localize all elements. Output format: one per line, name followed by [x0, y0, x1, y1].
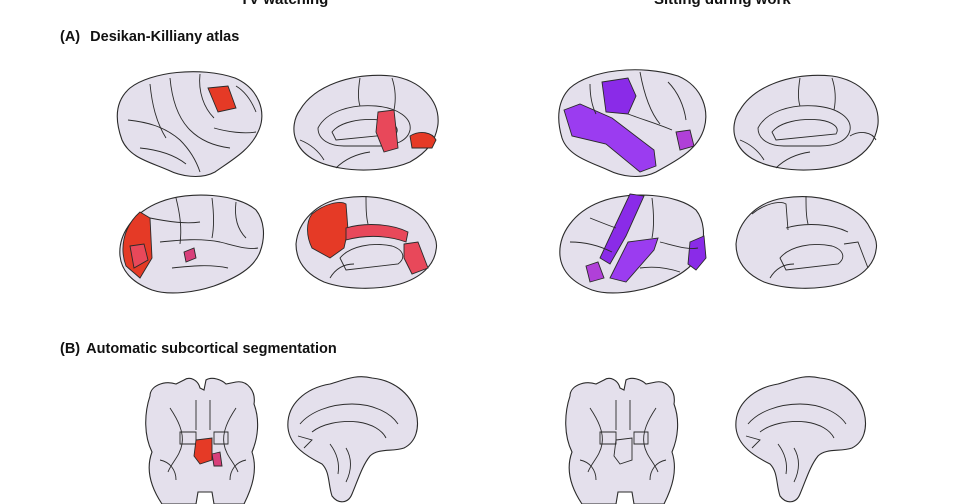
section-a-tag: (A)	[60, 29, 81, 45]
section-b-title: (B) Automatic subcortical segmentation	[60, 341, 337, 357]
sit-sagittal-slice	[735, 376, 867, 503]
section-a-title: (A) Desikan-Killiany atlas	[60, 29, 239, 45]
tv-lateral-top	[116, 71, 263, 178]
tv-coronal-slice	[145, 377, 259, 504]
section-a-label: Desikan-Killiany atlas	[90, 29, 240, 45]
tv-sagittal-slice	[287, 376, 419, 503]
column-title-tv-watching: TV watching	[240, 0, 328, 8]
tv-medial-top	[293, 74, 439, 171]
section-b-label: Automatic subcortical segmentation	[86, 341, 337, 357]
tv-medial-bottom	[295, 195, 438, 289]
column-title-sitting-during-work: Sitting during work	[654, 0, 791, 8]
section-b-tag: (B)	[60, 341, 81, 357]
sit-lateral-top	[558, 69, 707, 178]
sit-coronal-slice	[565, 377, 679, 504]
sit-lateral-bottom	[559, 193, 707, 294]
sit-medial-bottom	[735, 195, 878, 289]
sit-medial-top	[733, 74, 879, 171]
tv-lateral-bottom	[119, 194, 265, 294]
